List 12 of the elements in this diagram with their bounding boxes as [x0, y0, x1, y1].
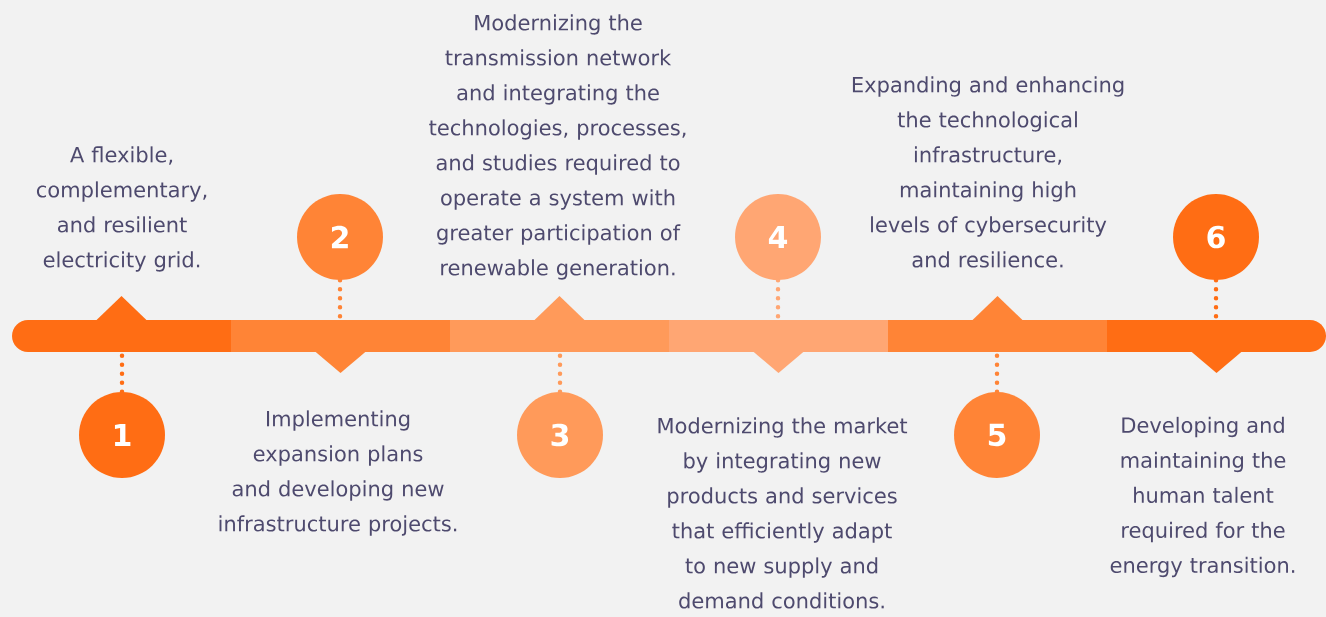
timeline-segment: [669, 320, 888, 373]
step-description: Expanding and enhancing the technological infrastructure, maintaining high levels of cybersecurity and resilience.: [852, 76, 1124, 268]
timeline-segment: [231, 320, 450, 373]
timeline-segment: [450, 296, 669, 352]
step-description: A flexible, complementary, and resilient electricity grid.: [36, 146, 207, 272]
step-description: Developing and maintaining the human talent required for the energy transition.: [1110, 416, 1295, 578]
step-description: Modernizing the market by integrating new products and services that efficiently adapt to new supply and demand conditions.: [658, 417, 908, 609]
step-description: Modernizing the transmission network and integrating the technologies, processes, and studies required to operate a system with greater participation of renewable generation.: [429, 14, 686, 280]
timeline-segment: [888, 296, 1107, 352]
timeline-segment: [12, 296, 231, 352]
step-description: Implementing expansion plans and developing new infrastructure projects.: [219, 410, 457, 536]
timeline-segment: [1107, 320, 1326, 373]
